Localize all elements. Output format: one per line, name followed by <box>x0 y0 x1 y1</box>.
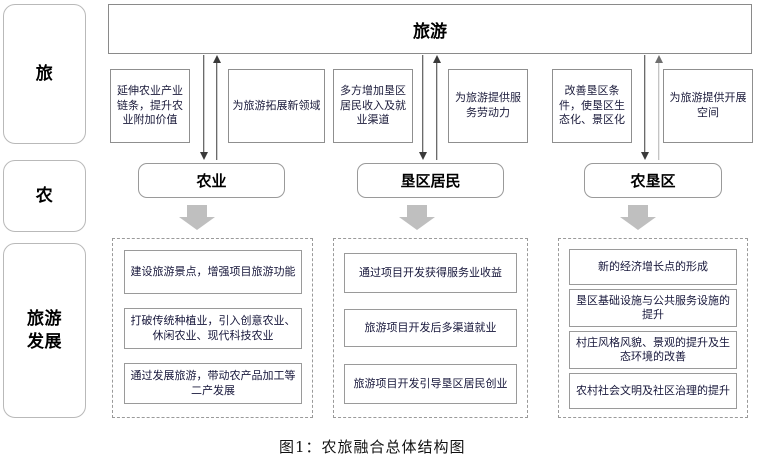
actor-label-reclamation-residents: 垦区居民 <box>400 172 461 190</box>
outcome-item-text: 新的经济增长点的形成 <box>598 259 708 273</box>
outcome-item: 旅游项目开发引导垦区居民创业 <box>344 364 517 404</box>
stage-label-tourism-development-line-1: 发展 <box>27 331 62 352</box>
note-extend-agri-chain-text: 延伸农业产业链条，提升农业附加价值 <box>117 84 183 127</box>
arrow-up-residents-to-tourism <box>431 55 442 160</box>
outcome-item: 农村社会文明及社区治理的提升 <box>569 373 737 409</box>
top-tourism-title: 旅游 <box>413 21 447 42</box>
outcome-group-area: 新的经济增长点的形成 垦区基础设施与公共服务设施的提升 村庄风格风貌、景观的提升… <box>558 238 748 418</box>
outcome-group-residents: 通过项目开发获得服务业收益 旅游项目开发后多渠道就业 旅游项目开发引导垦区居民创… <box>333 238 528 418</box>
stage-label-agriculture-line-0: 农 <box>35 185 54 206</box>
outcome-item-text: 旅游项目开发引导垦区居民创业 <box>353 376 508 390</box>
outcome-item: 垦区基础设施与公共服务设施的提升 <box>569 289 737 327</box>
note-expand-tourism-field: 为旅游拓展新领域 <box>228 69 325 143</box>
note-increase-resident-income-text: 多方增加垦区居民收入及就业渠道 <box>340 84 406 127</box>
actor-label-reclamation-area: 农垦区 <box>630 172 676 190</box>
figure-caption: 图1：农旅融合总体结构图 <box>279 438 466 456</box>
arrow-up-agriculture-to-tourism <box>211 55 222 160</box>
actor-box-reclamation-area: 农垦区 <box>584 163 722 198</box>
actor-box-agriculture: 农业 <box>138 163 285 198</box>
outcome-item-text: 旅游项目开发后多渠道就业 <box>364 320 497 334</box>
stage-label-tourism-line-0: 旅 <box>35 63 54 84</box>
arrow-up-area-to-tourism <box>653 55 664 160</box>
arrow-down-tourism-to-residents <box>417 55 428 160</box>
outcome-item: 建设旅游景点，增强项目旅游功能 <box>124 250 302 294</box>
block-arrow-agriculture-outcomes <box>176 205 218 231</box>
note-improve-reclamation-conditions-text: 改善垦区条件，使垦区生态化、景区化 <box>559 84 625 127</box>
note-expand-tourism-field-text: 为旅游拓展新领域 <box>232 98 321 112</box>
outcome-item-text: 村庄风格风貌、景观的提升及生态环境的改善 <box>576 335 730 363</box>
note-provide-service-labor: 为旅游提供服务劳动力 <box>448 69 528 143</box>
top-tourism-box: 旅游 <box>108 4 752 54</box>
outcome-item-text: 打破传统种植业，引入创意农业、休闲农业、现代科技农业 <box>130 314 296 342</box>
stage-label-tourism-development-line-0: 旅游 <box>27 308 62 329</box>
arrow-down-tourism-to-area <box>639 55 650 160</box>
outcome-item-text: 建设旅游景点，增强项目旅游功能 <box>130 264 296 278</box>
stage-label-tourism-development: 旅游 发展 <box>3 243 86 418</box>
note-provide-development-space-text: 为旅游提供开展空间 <box>669 91 747 119</box>
outcome-item: 旅游项目开发后多渠道就业 <box>344 309 517 347</box>
outcome-group-agriculture: 建设旅游景点，增强项目旅游功能 打破传统种植业，引入创意农业、休闲农业、现代科技… <box>112 238 313 418</box>
outcome-item: 打破传统种植业，引入创意农业、休闲农业、现代科技农业 <box>124 308 302 349</box>
note-provide-service-labor-text: 为旅游提供服务劳动力 <box>455 91 521 119</box>
note-extend-agri-chain: 延伸农业产业链条，提升农业附加价值 <box>110 69 190 143</box>
stage-label-tourism: 旅 <box>3 4 86 144</box>
outcome-item: 新的经济增长点的形成 <box>569 249 737 285</box>
outcome-item-text: 通过发展旅游，带动农产品加工等二产发展 <box>130 369 296 397</box>
outcome-item-text: 垦区基础设施与公共服务设施的提升 <box>576 293 730 321</box>
arrow-down-tourism-to-agriculture <box>198 55 209 160</box>
outcome-item: 村庄风格风貌、景观的提升及生态环境的改善 <box>569 331 737 369</box>
block-arrow-resident-outcomes <box>396 205 438 231</box>
outcome-item-text: 通过项目开发获得服务业收益 <box>359 265 502 279</box>
outcome-item-text: 农村社会文明及社区治理的提升 <box>576 383 730 397</box>
note-increase-resident-income: 多方增加垦区居民收入及就业渠道 <box>333 69 413 143</box>
outcome-item: 通过发展旅游，带动农产品加工等二产发展 <box>124 363 302 404</box>
actor-label-agriculture: 农业 <box>196 172 227 190</box>
outcome-item: 通过项目开发获得服务业收益 <box>344 253 517 293</box>
note-provide-development-space: 为旅游提供开展空间 <box>663 69 753 143</box>
actor-box-reclamation-residents: 垦区居民 <box>357 163 504 198</box>
stage-label-agriculture: 农 <box>3 160 86 232</box>
block-arrow-area-outcomes <box>617 205 659 231</box>
note-improve-reclamation-conditions: 改善垦区条件，使垦区生态化、景区化 <box>552 69 632 143</box>
